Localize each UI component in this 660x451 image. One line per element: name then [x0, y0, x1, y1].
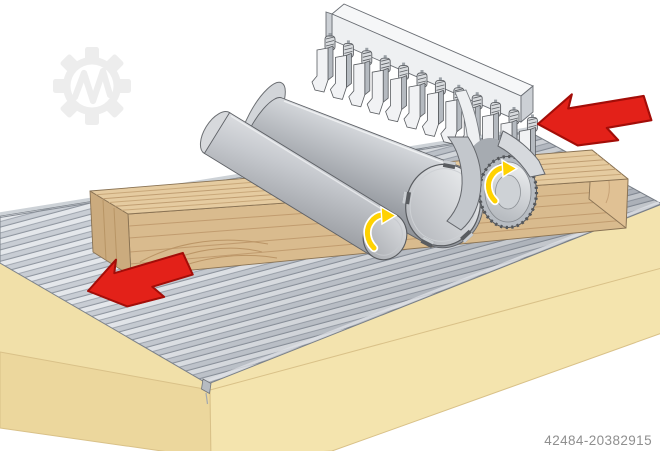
- bed-corner-notch: [201, 378, 212, 395]
- table-base-top-left: [0, 263, 210, 390]
- rail-end-face: [520, 85, 534, 123]
- watermark-zigzag: [71, 67, 114, 105]
- infeed-roller-hub: [495, 174, 521, 210]
- table-base-top-right: [208, 204, 660, 390]
- bracket-side-plate: [446, 136, 482, 231]
- bracket-presser-foot: [497, 130, 546, 178]
- infeed-roller-serrations: [477, 154, 539, 230]
- roller-bracket: [446, 130, 546, 231]
- watermark-gear-icon: [53, 47, 131, 125]
- rotation-arrow-infeed-icon: [484, 158, 519, 206]
- table-base-front-left-face: [0, 351, 212, 451]
- reference-number: 42484-20382915: [544, 433, 652, 448]
- outfeed-roller-highlight: [230, 115, 397, 219]
- board-left-end-grain: [102, 199, 118, 267]
- bed-corner-groove: [205, 392, 209, 405]
- rotation-arrow-outfeed-icon: [363, 205, 398, 253]
- chipbreaker-assembly: [311, 3, 538, 174]
- table-base-front-right-face: [209, 268, 660, 451]
